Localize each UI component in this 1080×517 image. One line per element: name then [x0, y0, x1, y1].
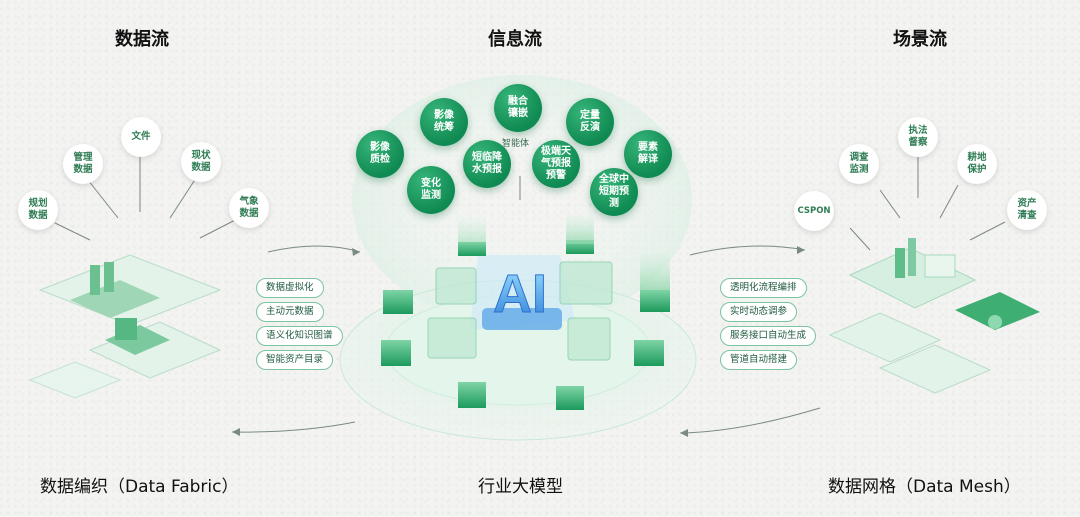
- data-flow-title: 数据流: [115, 29, 169, 50]
- bubble-img-check: 影像 质检: [356, 130, 404, 178]
- target-asset: 资产 清查: [1007, 190, 1047, 230]
- data-mesh-label: 数据网格（Data Mesh）: [828, 477, 1021, 497]
- target-arrows: [849, 152, 1006, 251]
- source-arrows: [54, 148, 246, 241]
- feature-api-generation: 服务接口自动生成: [720, 326, 817, 346]
- source-file: 文件: [121, 117, 161, 157]
- svg-text:AI: AI: [493, 264, 547, 324]
- feature-pipeline-build: 管道自动搭建: [720, 350, 798, 370]
- industry-model-label: 行业大模型: [478, 477, 563, 497]
- scene-flow-title: 场景流: [893, 29, 947, 50]
- target-farmland: 耕地 保护: [957, 144, 997, 184]
- source-plan-data: 规划 数据: [18, 190, 58, 230]
- source-mgmt-data: 管理 数据: [63, 144, 103, 184]
- target-survey: 调查 监测: [839, 144, 879, 184]
- factory-illustration: [28, 254, 222, 399]
- feature-data-virtualization: 数据虚拟化: [256, 278, 324, 298]
- bubble-img-stat: 影像 统筹: [420, 98, 468, 146]
- target-enforce: 执法 督察: [898, 117, 938, 157]
- source-weather-data: 气象 数据: [229, 188, 269, 228]
- bubble-rain: 短临降 水预报: [463, 140, 511, 188]
- feature-knowledge-graph: 语义化知识图谱: [256, 326, 343, 346]
- feature-flow-orchestration: 透明化流程编排: [720, 278, 807, 298]
- feature-active-metadata: 主动元数据: [256, 302, 324, 322]
- bubble-global: 全球中 短期预 测: [590, 168, 638, 216]
- source-status-data: 现状 数据: [181, 142, 221, 182]
- city-scene-illustration: [828, 238, 1040, 394]
- data-fabric-label: 数据编织（Data Fabric）: [40, 477, 239, 497]
- flow-arrows: [231, 245, 821, 437]
- ai-logo-icon: AI: [470, 255, 575, 330]
- agent-label: 智能体: [502, 139, 530, 149]
- info-flow-title: 信息流: [488, 29, 542, 50]
- feature-asset-catalog: 智能资产目录: [256, 350, 334, 370]
- bubble-quant: 定量 反演: [566, 98, 614, 146]
- target-cspon: CSPON: [794, 191, 834, 231]
- dashboard-panel-icon: [427, 261, 613, 361]
- bubble-change: 变化 监测: [407, 166, 455, 214]
- server-cube-icon: [381, 212, 670, 410]
- bubble-fusion: 融合 镶嵌: [494, 84, 542, 132]
- bubble-element: 要素 解译: [624, 130, 672, 178]
- feature-realtime-tuning: 实时动态调参: [720, 302, 798, 322]
- bubble-extreme: 极端天 气预报 预警: [532, 140, 580, 188]
